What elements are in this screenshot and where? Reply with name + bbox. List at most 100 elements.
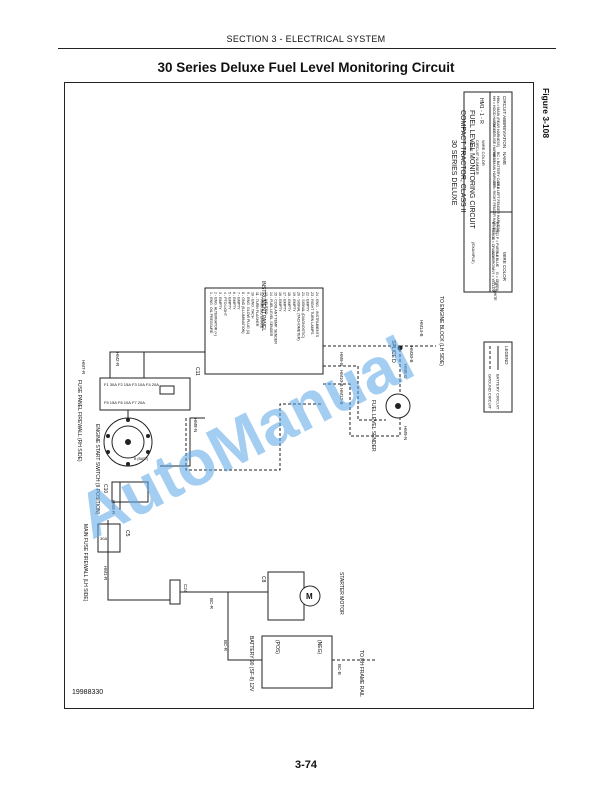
- fuse-panel: F1 30A F2 15A F3 10A F4 20A F5 15A F6 10…: [76, 377, 191, 462]
- ip-pin-9: 9 - ENG. GLOW PLUG (1): [246, 292, 250, 334]
- circuit-title-line3: 30 SERIES DELUXE: [450, 140, 457, 206]
- ip-pin-5: 5 - EMPTY: [227, 292, 231, 310]
- ignition-connector: C10: [102, 484, 108, 493]
- ip-pin-2: 2 - ENG. ALTERNATOR (+): [214, 292, 218, 336]
- instrument-panel-connector-id: C11: [194, 367, 200, 376]
- name-header: NAME: [502, 152, 507, 165]
- engine-start-switch-label: ENGINE START SWITCH (II POSITION): [94, 424, 100, 515]
- wire-hm10-b: HM10-B: [339, 370, 344, 387]
- ip-pin-15: 15 - COOLANT TEMP. SENDER: [273, 292, 277, 344]
- fuse-f1: F1 30A: [104, 382, 117, 387]
- wire-bc-r-top: BC-R: [209, 598, 214, 610]
- splice-label: SPLICE D: [390, 340, 396, 363]
- battery: (POS) (NEG) BATTERY 90 (SF-8) 12V TO RH …: [248, 635, 364, 697]
- name-4: LF = LEFT FENDER HARNESS: [496, 182, 500, 232]
- main-fuse-rating: 30A: [100, 536, 107, 541]
- legend-title: LEGEND: [504, 346, 509, 365]
- fuse-f2: F2 15A: [118, 382, 131, 387]
- wire-bc-r-left: BC-R: [223, 640, 228, 652]
- ip-pin-3: 3 - EMPTY: [218, 292, 222, 310]
- wire-color-8: W = WHITE: [493, 282, 497, 301]
- frame-ground: TO RH FRAME RAIL: [358, 650, 364, 697]
- wire-hm12-b: HM12-B: [339, 388, 344, 405]
- wire-color-7: O = ORANGE: [491, 237, 495, 260]
- ignition-terminal: B (BATT): [134, 457, 148, 461]
- starter-motor: M C8 STARTER MOTOR: [260, 571, 344, 621]
- fuse-f7: F7 20A: [132, 400, 145, 405]
- circuit-title: FUEL LEVEL MONITORING CIRCUIT COMPACT TR…: [450, 110, 475, 229]
- name-6: CH = CRUISE HARNESS: [492, 122, 496, 163]
- main-fuse: 30A C5 MAIN FUSE FIREWALL (LH SIDE): [82, 523, 130, 602]
- instrument-panel-label: INSTRUMENT PANEL: [260, 281, 266, 331]
- ground-circuit-wires: [185, 345, 436, 661]
- ip-pin-6: 6 - EMPTY: [232, 292, 236, 310]
- wire-color-6: P = PURPLE: [495, 237, 499, 258]
- wire-bc-b: BC-B: [337, 664, 342, 675]
- instrument-panel-connector: C11 INSTRUMENT PANEL 1 - ENG. OIL PRESSU…: [194, 281, 324, 376]
- circuit-abbrev-header: CIRCUIT ABBREVIATION: [502, 96, 507, 148]
- page-title: 30 Series Deluxe Fuel Level Monitoring C…: [157, 60, 455, 75]
- wire-hm8-n: HM8-N: [193, 418, 198, 432]
- motor-symbol: M: [306, 592, 313, 601]
- name-3: HH = HOOD HARNESS: [492, 96, 496, 134]
- wire-color-3: N = BROWN: [491, 252, 495, 272]
- ip-pin-1: 1 - ENG. OIL PRESSURE: [209, 292, 213, 334]
- name-2: HMa = MAIN (REAR HARNESS): [496, 96, 500, 147]
- ip-pin-14: 14 - FUEL LEVEL SENDER: [269, 292, 273, 337]
- wire-hm7-r: HM7-R: [81, 360, 86, 375]
- wire-hm14-b: HM14-B: [419, 320, 424, 337]
- ip-pin-19: 19 - EMPTY: [292, 292, 296, 312]
- ip-pin-18: 18 - EMPTY: [287, 292, 291, 312]
- example-code: HM1 - 1 - R: [478, 98, 484, 124]
- drawing-number: 19988330: [72, 689, 103, 696]
- name-0: BC = BATTERY CABLE: [496, 152, 500, 190]
- ip-pin-24: 24 - ENG. - INSTRUMENTS: [315, 292, 319, 338]
- ip-pin-10: 10 - ENG. TACH: [250, 292, 254, 319]
- ip-pin-23: 23 - RIGHT TURN LAMPS: [310, 292, 314, 335]
- example-name: NAME: [469, 140, 474, 152]
- section-header: SECTION 3 - ELECTRICAL SYSTEM: [226, 34, 386, 44]
- engine-ground-label: TO ENGINE BLOCK (LH SIDE): [438, 296, 444, 366]
- ip-pin-13: 13 - NEUTRO: [264, 292, 268, 315]
- legend-battery-circuit: BATTERY CIRCUIT: [496, 374, 501, 410]
- ip-pin-20: 20 - SIGNAL (TACHOMETER): [296, 292, 300, 341]
- fuse-f6: F6 10A: [118, 400, 131, 405]
- wire-color-5: Y = YELLOW: [491, 272, 495, 293]
- example-label: (EXAMPLE): [471, 242, 476, 264]
- fuse-f3: F3 10A: [132, 382, 145, 387]
- battery-circuit-wires: [107, 351, 268, 661]
- ip-pin-21: 21 - SIGNAL (DIAGNOSTIC): [301, 292, 305, 338]
- wire-color-2: L = BLUE: [495, 252, 499, 268]
- circuit-title-line1: FUEL LEVEL MONITORING CIRCUIT: [468, 110, 475, 229]
- ip-pin-8: 8 - GND (ILLUMINATION): [241, 292, 245, 333]
- ip-pin-16: 16 - EMPTY: [278, 292, 282, 312]
- wire-hm2-r: HM2-R: [115, 352, 120, 367]
- fuel-level-sender-label: FUEL LEVEL SENDER: [370, 400, 376, 452]
- fuel-level-sender: FUEL LEVEL SENDER: [370, 393, 411, 452]
- wire-hm9-n: HM9-N: [403, 426, 408, 440]
- wire-hm1-r: HM1-R: [103, 566, 108, 581]
- ip-pin-12: 12 - PARKING BRAKE: [260, 292, 264, 329]
- page-number: 3-74: [294, 759, 318, 771]
- main-fuse-label: MAIN FUSE FIREWALL (LH SIDE): [82, 524, 88, 602]
- starter-motor-label: STARTER MOTOR: [338, 572, 344, 615]
- wire-hm30-b: HM30-B: [409, 346, 414, 363]
- name-1: HM = MAIN HARNESS: [492, 152, 496, 189]
- fuse-f4: F4 20A: [146, 382, 159, 387]
- wire-color-0: R = RED: [495, 222, 499, 236]
- wire-color-header: WIRE COLOR: [502, 252, 507, 282]
- legend-ground-circuit: GROUND CIRCUIT: [488, 374, 493, 410]
- engine-start-switch: ENGINE START SWITCH (II POSITION) B (BAT…: [94, 417, 153, 515]
- connector-c24-label: C24: [183, 584, 188, 593]
- wire-hm9-b: HM9-B: [339, 352, 344, 366]
- connector-c24: [169, 579, 181, 605]
- starter-connector: C8: [260, 576, 266, 583]
- ip-pin-22: 22 - EMPTY: [306, 292, 310, 312]
- diagram-frame: [64, 82, 534, 709]
- name-5: RF = RIGHT FENDER HARNESS: [492, 182, 496, 235]
- ip-pin-4: 4 - PTO LIGHT: [223, 292, 227, 317]
- wire-color-4: G = GREEN: [495, 272, 499, 292]
- battery-pos: (POS): [274, 640, 280, 654]
- fuse-f5: F5 15A: [104, 400, 117, 405]
